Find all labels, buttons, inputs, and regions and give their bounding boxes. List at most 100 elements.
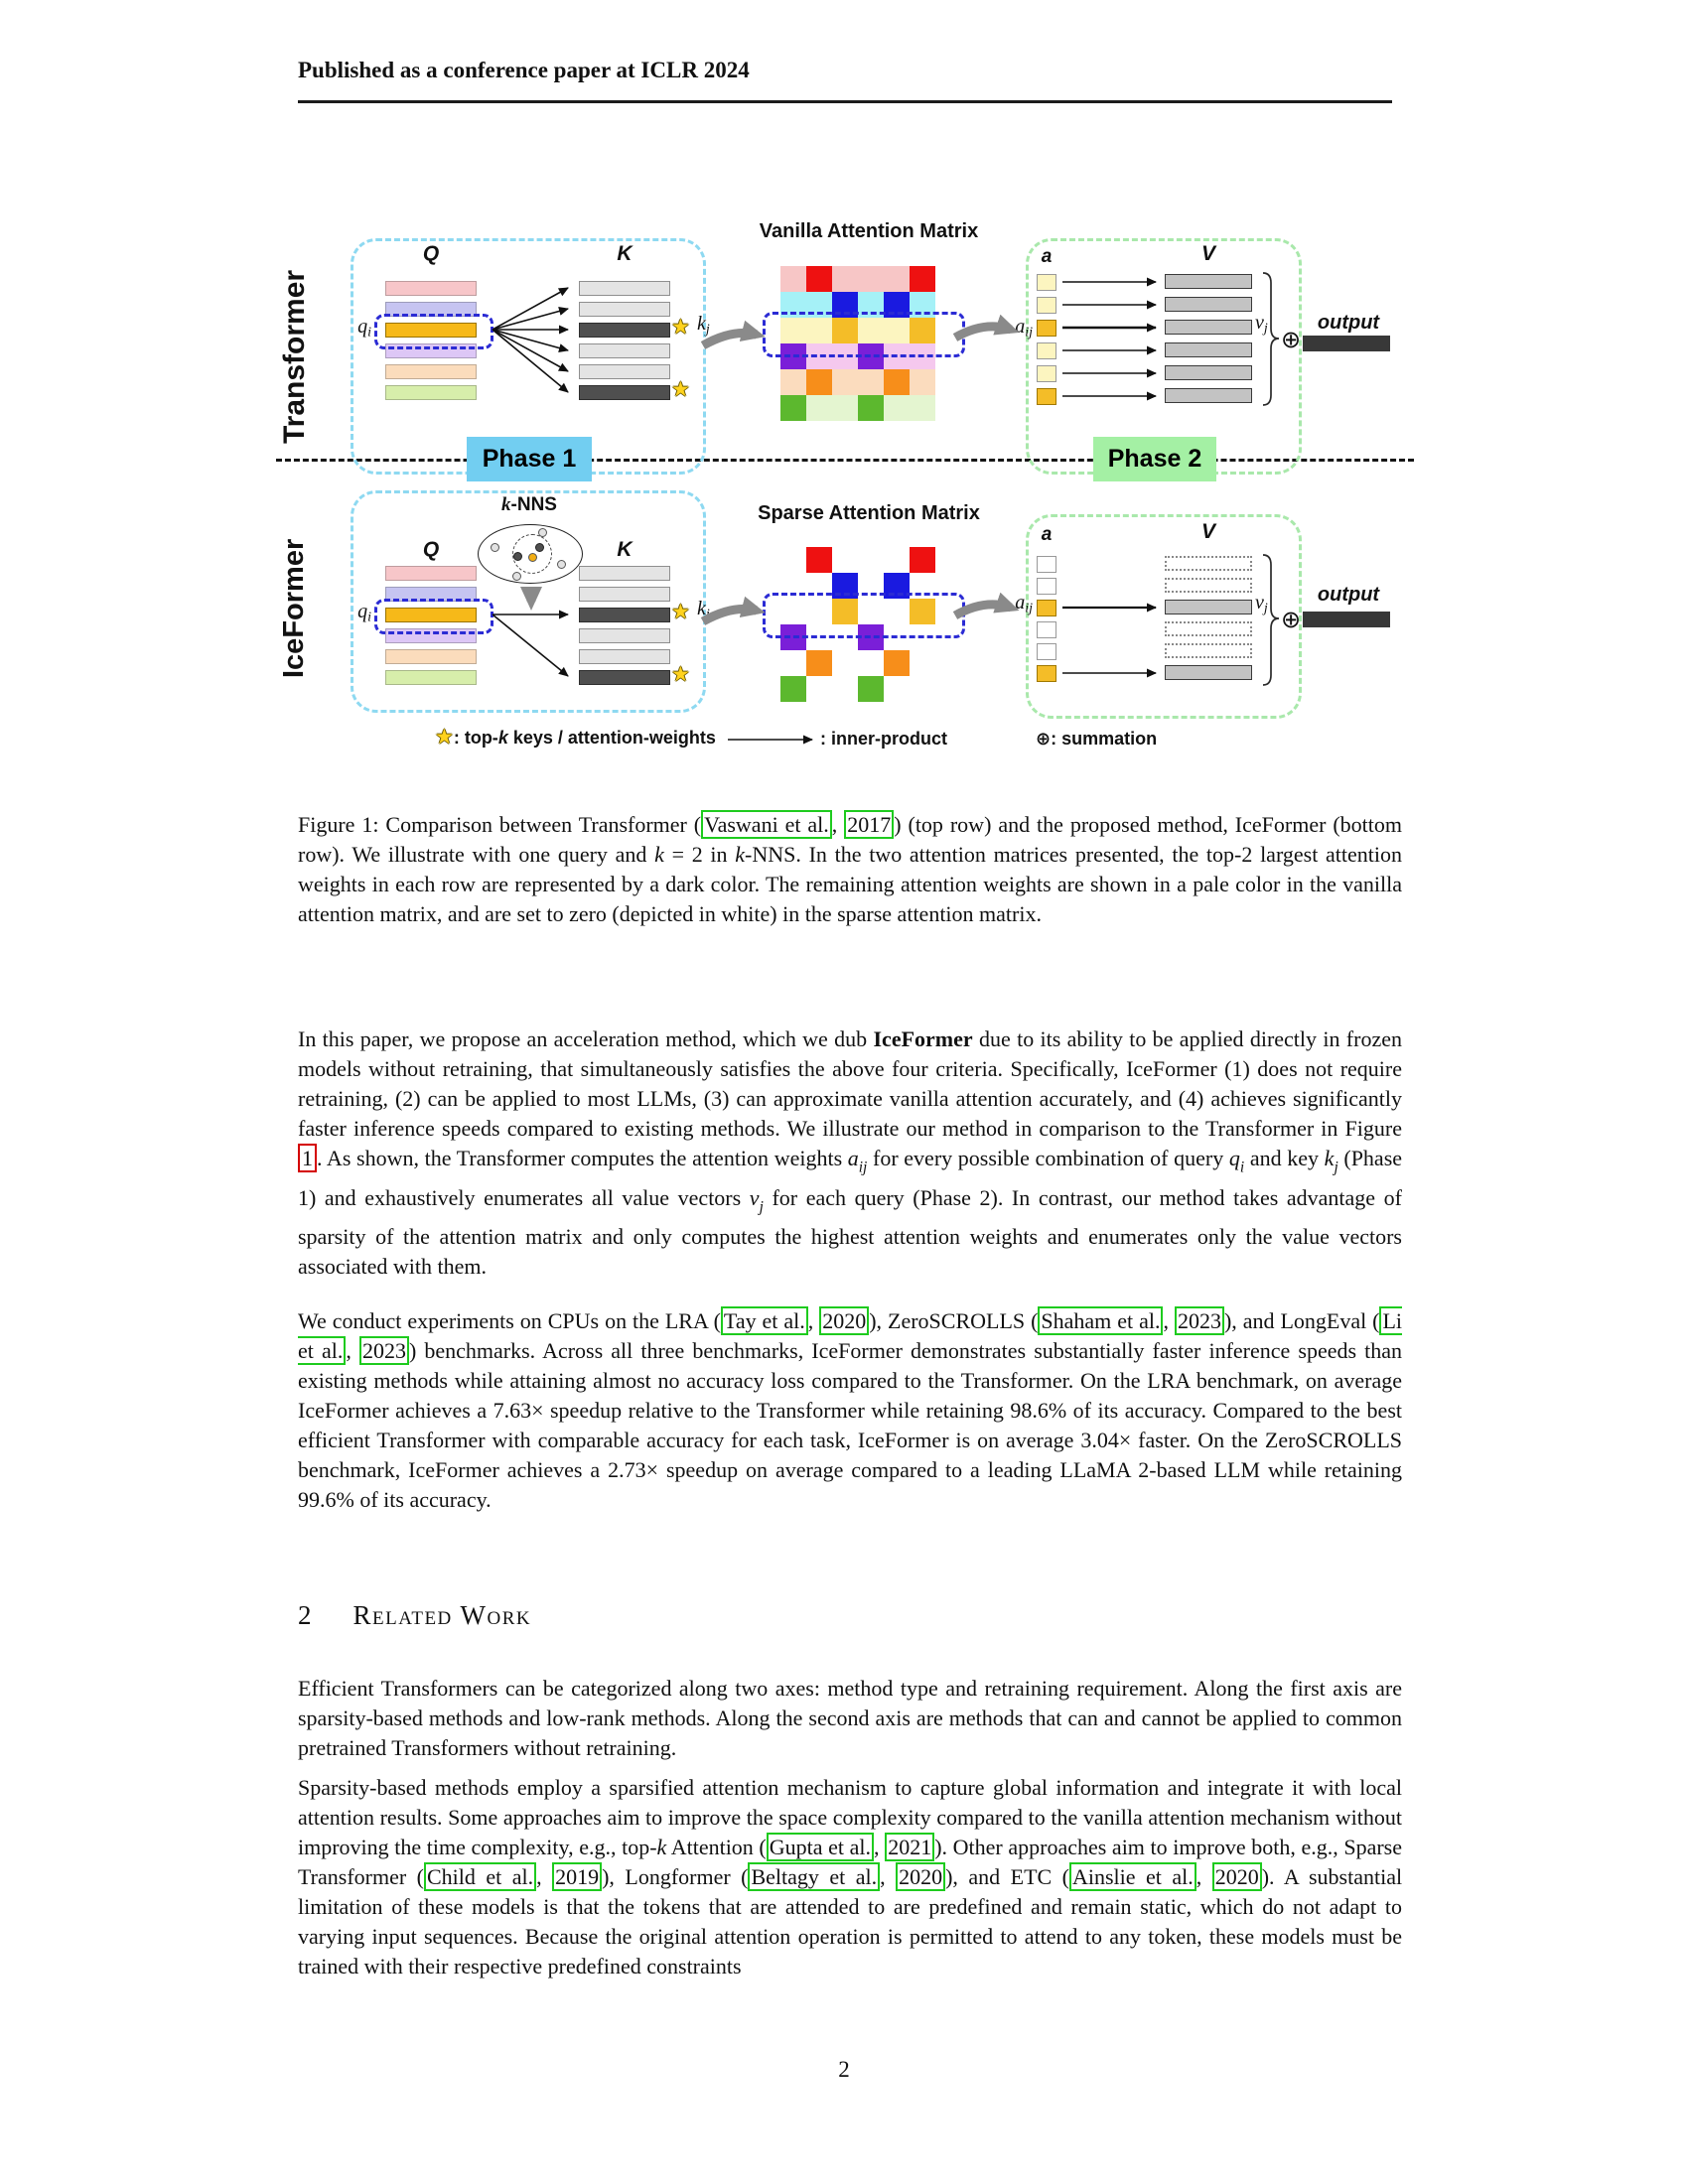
vanilla-matrix-cell-r6c4 [858,395,884,421]
citation-link[interactable]: Vaswani et al. [701,810,832,839]
sparse-v-bar-4 [1165,621,1252,636]
sparse-matrix-cell-r3c1 [780,599,806,624]
phase-2-label: Phase 2 [1093,437,1216,481]
vanilla-matrix-cell-r5c5 [884,369,910,395]
sparse-matrix-cell-r5c5 [884,650,910,676]
sparse-matrix-cell-r5c3 [832,650,858,676]
sparse-matrix-cell-r1c6 [910,547,935,573]
citation-link[interactable]: 2021 [885,1833,935,1861]
text-segment: Attention ( [666,1835,767,1859]
text-segment: qi [1228,1146,1245,1176]
vanilla-v-bar-6 [1165,388,1252,403]
body-paragraph-2: We conduct experiments on CPUs on the LR… [298,1306,1403,1515]
text-segment: , [807,1308,820,1333]
transformer-row-label: Transformer [278,269,311,444]
sparse-attention-weight-4 [1037,621,1056,638]
citation-link[interactable]: 2020 [819,1306,870,1335]
text-segment: In this paper, we propose an acceleratio… [298,1026,874,1051]
text-segment: . As shown, the Transformer computes the… [317,1146,848,1170]
vanilla-k-bar-6 [579,385,670,400]
sparse-v-bar-6 [1165,665,1252,680]
sparse-matrix-cell-r3c3 [832,599,858,624]
citation-link[interactable]: 2023 [358,1336,409,1365]
vanilla-q-bar-5 [385,364,477,379]
citation-link[interactable]: Gupta et al. [766,1833,875,1861]
citation-link[interactable]: Ainslie et al. [1069,1862,1196,1891]
sparse-k-bar-6 [579,670,670,685]
vanilla-matrix-cell-r6c3 [832,395,858,421]
figure-reference-link[interactable]: 1 [298,1144,317,1172]
vanilla-matrix-cell-r1c4 [858,266,884,292]
citation-link[interactable]: 2023 [1174,1306,1224,1335]
sparse-k-bar-5 [579,649,670,664]
citation-link[interactable]: 2017 [844,810,895,839]
text-segment: , [880,1864,897,1889]
phase-1-label: Phase 1 [467,437,592,481]
q-matrix-label-top: Q [422,242,440,265]
legend-inner-product: : inner-product [820,729,947,749]
text-segment: , [346,1338,359,1363]
k-matrix-label-bottom: K [617,538,633,561]
vanilla-matrix-cell-r5c6 [910,369,935,395]
text-segment: k [497,728,508,748]
attention-row-highlight-bottom [763,593,965,638]
sparse-k-bar-1 [579,566,670,581]
text-segment: and key [1244,1146,1325,1170]
sparse-matrix-cell-r6c2 [806,676,832,702]
vanilla-matrix-cell-r1c2 [806,266,832,292]
aij-label-top: aij [1015,316,1033,341]
vanilla-matrix-cell-r6c5 [884,395,910,421]
text-segment: , [536,1864,553,1889]
vanilla-v-bar-2 [1165,297,1252,312]
text-segment: due to its ability to be applied directl… [298,1026,1402,1141]
sparse-attention-weight-5 [1037,643,1056,660]
sparse-matrix-cell-r5c4 [858,650,884,676]
text-segment: Figure 1: Comparison between Transformer… [298,812,702,837]
vanilla-v-bar-5 [1165,365,1252,380]
citation-link[interactable]: Li et al. [298,1306,1403,1365]
top-k-star-icon: ★ [671,377,690,401]
sparse-matrix-cell-r6c6 [910,676,935,702]
body-paragraph-4: Sparsity-based methods employ a sparsifi… [298,1773,1402,1981]
sparse-q-bar-1 [385,566,477,581]
citation-link[interactable]: Child et al. [423,1862,537,1891]
vanilla-attention-weight-2 [1037,297,1056,314]
aij-label-bottom: aij [1015,592,1033,616]
sparse-attention-weight-1 [1037,556,1056,573]
legend-summation: ⊕: summation [1036,729,1158,749]
citation-link[interactable]: Tay et al. [720,1306,808,1335]
vanilla-matrix-cell-r1c6 [910,266,935,292]
knn-point [557,560,566,569]
figure-1-caption: Figure 1: Comparison between Transformer… [298,810,1402,929]
vanilla-matrix-cell-r1c3 [832,266,858,292]
citation-link[interactable]: 2020 [1211,1862,1262,1891]
a-vector-label-bottom: a [1041,524,1053,545]
sparse-matrix-cell-r3c2 [806,599,832,624]
knn-point [538,528,547,537]
sparse-q-bar-5 [385,649,477,664]
sparse-k-bar-3 [579,608,670,622]
text-segment: , [1163,1308,1175,1333]
text-segment: Efficient Transformers can be categorize… [298,1676,1402,1760]
output-bar-top [1303,336,1390,351]
qi-label-top: qi [357,316,371,341]
vanilla-q-bar-1 [385,281,477,296]
vanilla-matrix-cell-r5c2 [806,369,832,395]
citation-link[interactable]: Beltagy et al. [748,1862,881,1891]
citation-link[interactable]: 2020 [896,1862,946,1891]
vanilla-attention-weight-5 [1037,365,1056,382]
sparse-matrix-cell-r3c5 [884,599,910,624]
vanilla-v-bar-4 [1165,342,1252,357]
vj-label-bottom: vj [1255,592,1268,616]
kj-label-bottom: kj [697,598,710,622]
subscript: ij [858,1159,868,1176]
citation-link[interactable]: Shaham et al. [1038,1306,1164,1335]
vj-label-top: vj [1255,312,1268,337]
citation-link[interactable]: 2019 [552,1862,603,1891]
text-segment: kj [1324,1146,1338,1176]
text-segment: = 2 in [663,842,736,867]
v-matrix-label-bottom: V [1200,520,1215,543]
iceformer-phase2-box [1026,514,1302,719]
body-paragraph-3: Efficient Transformers can be categorize… [298,1674,1402,1763]
